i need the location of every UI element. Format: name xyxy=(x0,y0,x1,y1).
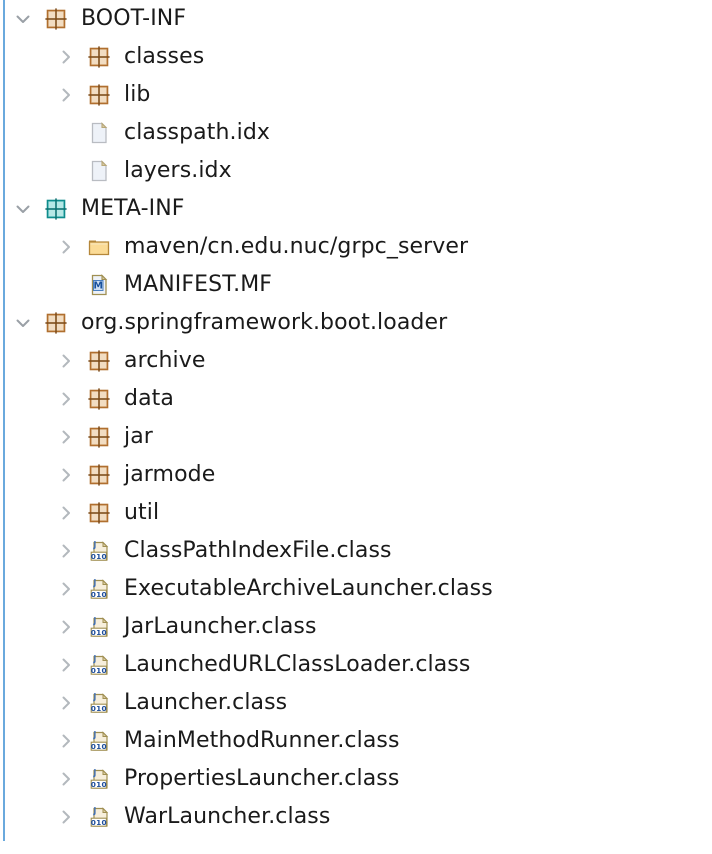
tree-row[interactable]: data xyxy=(0,380,712,418)
tree-row-label: layers.idx xyxy=(124,158,232,183)
package-java-icon xyxy=(87,83,111,107)
tree-row-label: archive xyxy=(124,348,206,373)
svg-text:010: 010 xyxy=(91,590,107,599)
tree-row-label: ClassPathIndexFile.class xyxy=(124,538,392,563)
package-java-icon xyxy=(44,311,68,335)
tree-row-label: jarmode xyxy=(124,462,216,487)
tree-row-label: JarLauncher.class xyxy=(124,614,317,639)
class-file-icon: 010 xyxy=(87,729,111,753)
tree-row-label: maven/cn.edu.nuc/grpc_server xyxy=(124,234,469,259)
tree-row[interactable]: 010 PropertiesLauncher.class xyxy=(0,760,712,798)
tree-row[interactable]: layers.idx xyxy=(0,152,712,190)
package-meta-icon xyxy=(44,197,68,221)
tree-row[interactable]: lib xyxy=(0,76,712,114)
svg-text:010: 010 xyxy=(91,742,107,751)
tree-row[interactable]: 010 MainMethodRunner.class xyxy=(0,722,712,760)
tree-row[interactable]: 010 ClassPathIndexFile.class xyxy=(0,532,712,570)
chevron-down-icon[interactable] xyxy=(12,8,34,30)
svg-text:M: M xyxy=(93,281,102,292)
tree-row-label: MainMethodRunner.class xyxy=(124,728,400,753)
class-file-icon: 010 xyxy=(87,691,111,715)
chevron-right-icon[interactable] xyxy=(55,426,77,448)
svg-text:010: 010 xyxy=(91,818,107,827)
chevron-right-icon[interactable] xyxy=(55,540,77,562)
package-java-icon xyxy=(87,425,111,449)
package-java-icon xyxy=(44,7,68,31)
tree-row-label: PropertiesLauncher.class xyxy=(124,766,400,791)
package-java-icon xyxy=(87,45,111,69)
chevron-right-icon[interactable] xyxy=(55,578,77,600)
tree-row-label: classpath.idx xyxy=(124,120,271,145)
class-file-icon: 010 xyxy=(87,615,111,639)
tree-row-label: WarLauncher.class xyxy=(124,804,331,829)
chevron-right-icon[interactable] xyxy=(55,654,77,676)
focus-border xyxy=(3,0,5,841)
tree-row-label: ExecutableArchiveLauncher.class xyxy=(124,576,493,601)
tree-row-label: org.springframework.boot.loader xyxy=(81,310,448,335)
tree-row-list: BOOT-INF classes lib classpath.idx layer… xyxy=(0,0,712,836)
tree-row[interactable]: archive xyxy=(0,342,712,380)
svg-text:010: 010 xyxy=(91,666,107,675)
twisty-placeholder xyxy=(55,160,77,182)
tree-row[interactable]: 010 JarLauncher.class xyxy=(0,608,712,646)
chevron-down-icon[interactable] xyxy=(12,312,34,334)
tree-row[interactable]: META-INF xyxy=(0,190,712,228)
tree-row[interactable]: maven/cn.edu.nuc/grpc_server xyxy=(0,228,712,266)
package-java-icon xyxy=(87,463,111,487)
tree-row-label: MANIFEST.MF xyxy=(124,272,273,297)
class-file-icon: 010 xyxy=(87,805,111,829)
chevron-right-icon[interactable] xyxy=(55,692,77,714)
chevron-right-icon[interactable] xyxy=(55,388,77,410)
tree-row[interactable]: M MANIFEST.MF xyxy=(0,266,712,304)
svg-text:010: 010 xyxy=(91,628,107,637)
class-file-icon: 010 xyxy=(87,653,111,677)
tree-row[interactable]: 010 Launcher.class xyxy=(0,684,712,722)
chevron-right-icon[interactable] xyxy=(55,768,77,790)
tree-row[interactable]: jar xyxy=(0,418,712,456)
tree-row[interactable]: 010 WarLauncher.class xyxy=(0,798,712,836)
tree-row[interactable]: util xyxy=(0,494,712,532)
tree-row[interactable]: classpath.idx xyxy=(0,114,712,152)
tree-row-label: Launcher.class xyxy=(124,690,288,715)
tree-row[interactable]: classes xyxy=(0,38,712,76)
chevron-right-icon[interactable] xyxy=(55,350,77,372)
tree-row[interactable]: BOOT-INF xyxy=(0,0,712,38)
chevron-right-icon[interactable] xyxy=(55,464,77,486)
chevron-right-icon[interactable] xyxy=(55,46,77,68)
tree-row-label: jar xyxy=(124,424,153,449)
package-java-icon xyxy=(87,387,111,411)
chevron-right-icon[interactable] xyxy=(55,502,77,524)
chevron-right-icon[interactable] xyxy=(55,236,77,258)
twisty-placeholder xyxy=(55,122,77,144)
tree-row-label: LaunchedURLClassLoader.class xyxy=(124,652,471,677)
tree-row-label: BOOT-INF xyxy=(81,6,187,31)
chevron-right-icon[interactable] xyxy=(55,730,77,752)
svg-text:010: 010 xyxy=(91,704,107,713)
tree-row[interactable]: jarmode xyxy=(0,456,712,494)
file-icon xyxy=(87,121,111,145)
folder-icon xyxy=(87,235,111,259)
svg-text:010: 010 xyxy=(91,780,107,789)
svg-text:010: 010 xyxy=(91,552,107,561)
chevron-right-icon[interactable] xyxy=(55,806,77,828)
package-java-icon xyxy=(87,501,111,525)
class-file-icon: 010 xyxy=(87,767,111,791)
tree-row-label: util xyxy=(124,500,160,525)
chevron-right-icon[interactable] xyxy=(55,84,77,106)
package-java-icon xyxy=(87,349,111,373)
chevron-right-icon[interactable] xyxy=(55,616,77,638)
class-file-icon: 010 xyxy=(87,577,111,601)
tree-row-label: data xyxy=(124,386,174,411)
tree-row[interactable]: org.springframework.boot.loader xyxy=(0,304,712,342)
tree-row[interactable]: 010 LaunchedURLClassLoader.class xyxy=(0,646,712,684)
tree-row-label: META-INF xyxy=(81,196,185,221)
tree-row[interactable]: 010 ExecutableArchiveLauncher.class xyxy=(0,570,712,608)
twisty-placeholder xyxy=(55,274,77,296)
manifest-file-icon: M xyxy=(87,273,111,297)
tree-row-label: classes xyxy=(124,44,205,69)
tree-row-label: lib xyxy=(124,82,151,107)
file-icon xyxy=(87,159,111,183)
class-file-icon: 010 xyxy=(87,539,111,563)
chevron-down-icon[interactable] xyxy=(12,198,34,220)
